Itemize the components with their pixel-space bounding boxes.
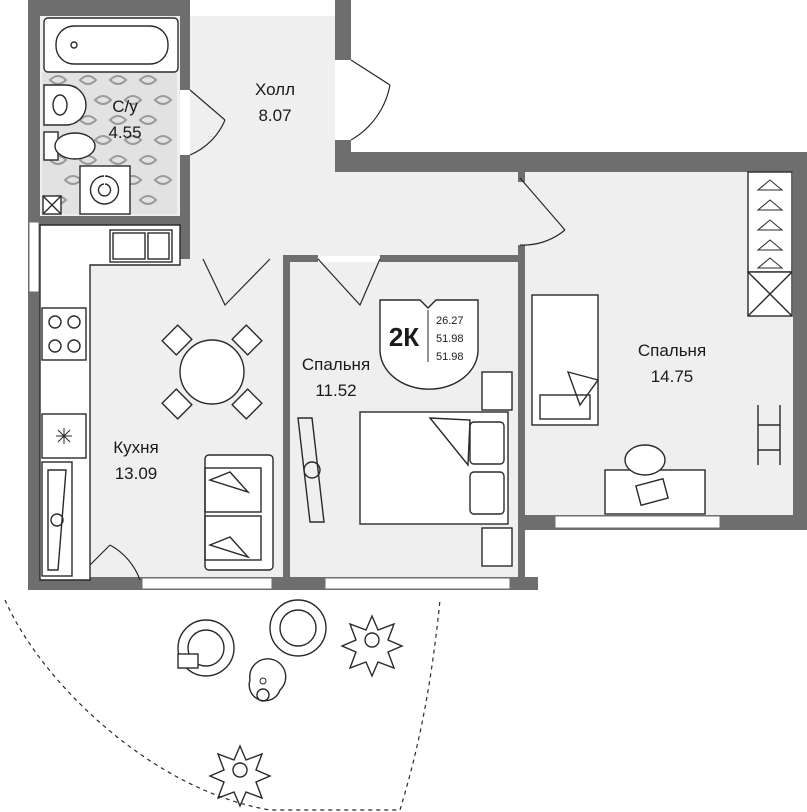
- room-area-bedroom-1: 11.52: [315, 381, 356, 400]
- bathroom-fixtures: [42, 17, 179, 215]
- room-name-kitchen: Кухня: [113, 438, 159, 457]
- balcony: [4, 599, 441, 811]
- room-name-bathroom: С/у: [112, 97, 138, 116]
- room-area-bathroom: 4.55: [108, 123, 141, 142]
- kitchen-fixtures: [39, 224, 181, 581]
- apartment-type: 2К: [389, 322, 419, 352]
- badge-value-2: 51.98: [436, 333, 464, 345]
- room-name-bedroom-1: Спальня: [302, 355, 370, 374]
- room-area-hall: 8.07: [258, 106, 291, 125]
- badge-value-1: 26.27: [436, 315, 464, 327]
- room-name-hall: Холл: [255, 80, 295, 99]
- room-labels: С/у 4.55 Холл 8.07 Кухня 13.09 Спальня 1…: [108, 80, 706, 483]
- room-name-bedroom-2: Спальня: [638, 341, 706, 360]
- doors: [74, 59, 566, 581]
- room-area-bedroom-2: 14.75: [651, 367, 694, 386]
- dining-table: [161, 324, 263, 420]
- room-area-kitchen: 13.09: [115, 464, 158, 483]
- bedroom-1-furniture: [297, 371, 513, 567]
- windows: [28, 221, 721, 590]
- badge-value-3: 51.98: [436, 351, 464, 363]
- apartment-badge: 2К 26.27 51.98 51.98: [379, 299, 479, 390]
- bedroom-2-furniture: [531, 171, 793, 515]
- sofa: [204, 454, 274, 571]
